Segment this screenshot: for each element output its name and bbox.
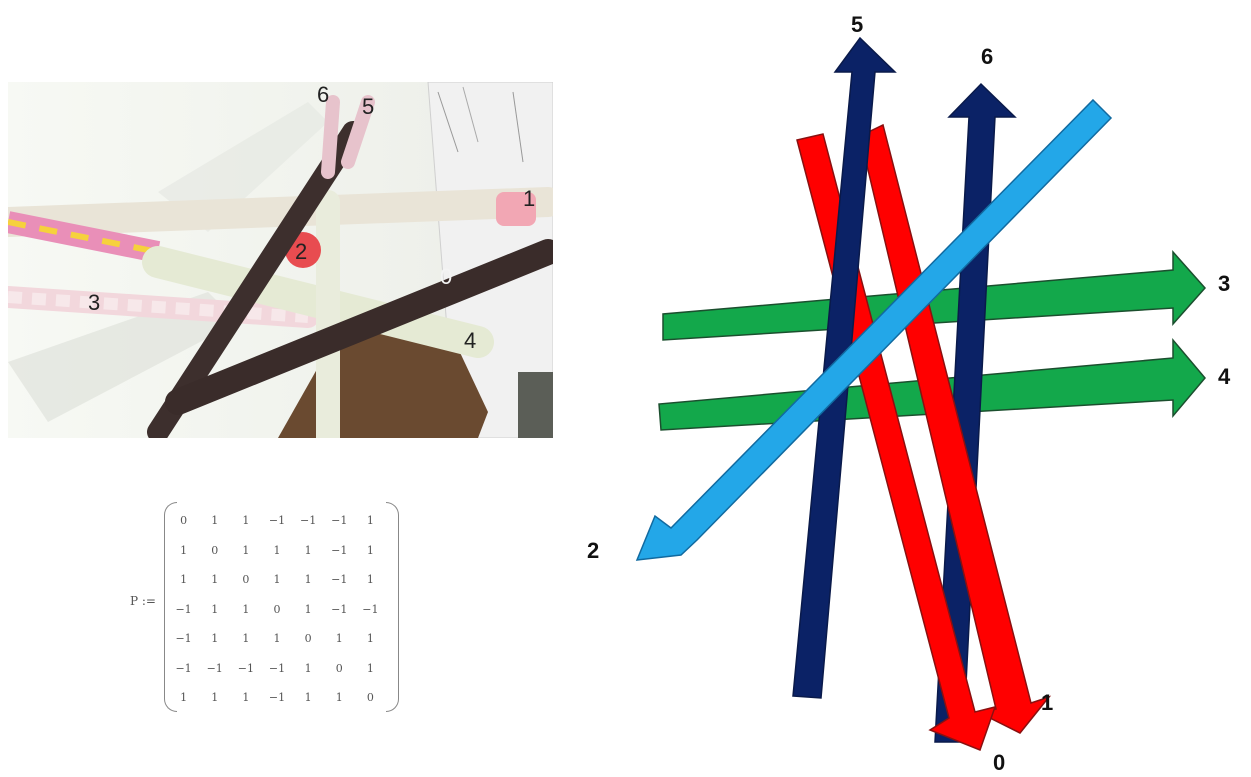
matrix-cell: −1 xyxy=(175,632,192,646)
arrow-diagram: 5 6 3 4 2 1 0 xyxy=(575,0,1251,775)
arrow-6 xyxy=(934,82,1017,743)
matrix-cell: 1 xyxy=(180,573,188,587)
matrix-cell: −1 xyxy=(206,661,223,675)
matrix-cell: 0 xyxy=(180,514,188,528)
photo-dark-corner xyxy=(518,372,553,438)
photo-label-2: 2 xyxy=(295,239,307,264)
matrix-grid: 0 1 1 −1 −1 −1 1 1 0 1 1 1 −1 1 1 1 0 1 1 −1 1 −1 1 1 0 1 −1 −1 −1 1 1… xyxy=(168,506,386,713)
photo-label-1: 1 xyxy=(523,186,535,211)
matrix-cell: −1 xyxy=(268,691,286,705)
matrix-cell: 1 xyxy=(366,543,374,557)
matrix-cell: 1 xyxy=(211,514,219,528)
photo-label-4: 4 xyxy=(464,328,476,353)
matrix-right-paren xyxy=(386,502,399,712)
matrix-cell: 1 xyxy=(180,543,188,557)
matrix-name: P := xyxy=(130,594,156,608)
matrix-cell: −1 xyxy=(331,602,348,616)
matrix-cell: 1 xyxy=(180,691,188,705)
matrix-cell: −1 xyxy=(175,602,192,616)
matrix-cell: 1 xyxy=(366,573,374,587)
matrix-cell: 1 xyxy=(242,602,250,616)
photo-label-0: 0 xyxy=(440,264,452,289)
matrix-cell: 0 xyxy=(335,661,343,675)
matrix-cell: −1 xyxy=(362,602,379,616)
label-6: 6 xyxy=(981,44,993,69)
matrix-cell: −1 xyxy=(331,514,348,528)
matrix-cell: 1 xyxy=(242,543,250,557)
photo-label-3: 3 xyxy=(88,290,100,315)
matrix-cell: 1 xyxy=(273,632,281,646)
label-3: 3 xyxy=(1218,271,1230,296)
label-0: 0 xyxy=(993,750,1005,772)
matrix-cell: −1 xyxy=(268,514,286,528)
photo-stick-1 xyxy=(8,187,553,237)
matrix-cell: −1 xyxy=(268,661,286,675)
matrix-cell: 1 xyxy=(242,514,250,528)
matrix-cell: 1 xyxy=(304,543,312,557)
matrix-cell: 1 xyxy=(366,661,374,675)
matrix-cell: −1 xyxy=(331,543,348,557)
matrix-cell: 1 xyxy=(211,573,219,587)
matrix-cell: 1 xyxy=(366,514,374,528)
matrix-cell: 1 xyxy=(304,602,312,616)
matrix-cell: 1 xyxy=(242,632,250,646)
matrix-cell: 0 xyxy=(242,573,250,587)
matrix-cell: 0 xyxy=(211,543,219,557)
matrix-cell: −1 xyxy=(237,661,254,675)
matrix-cell: 1 xyxy=(335,632,343,646)
matrix-cell: 0 xyxy=(304,632,312,646)
label-1: 1 xyxy=(1041,690,1053,715)
matrix-cell: 1 xyxy=(211,632,219,646)
label-2: 2 xyxy=(587,538,599,563)
matrix-cell: 1 xyxy=(304,661,312,675)
photo-label-5: 5 xyxy=(362,94,374,119)
matrix-cell: 1 xyxy=(273,573,281,587)
matrix-cell: −1 xyxy=(175,661,192,675)
sticks-photo: 6 5 1 2 0 3 4 xyxy=(8,82,553,438)
matrix-cell: 0 xyxy=(273,602,281,616)
matrix-cell: −1 xyxy=(331,573,348,587)
matrix-cell: −1 xyxy=(300,514,317,528)
matrix-cell: 1 xyxy=(335,691,343,705)
label-4: 4 xyxy=(1218,364,1231,389)
matrix-cell: 1 xyxy=(304,691,312,705)
photo-stick-6 xyxy=(321,95,340,179)
photo-stick-0 xyxy=(165,239,553,415)
arrow-2 xyxy=(635,98,1113,561)
photo-label-6: 6 xyxy=(317,82,329,107)
matrix-cell: 1 xyxy=(366,632,374,646)
matrix-cell: 1 xyxy=(273,543,281,557)
matrix-cell: 0 xyxy=(366,691,374,705)
label-5: 5 xyxy=(851,12,863,37)
matrix-cell: 1 xyxy=(304,573,312,587)
matrix-cell: 1 xyxy=(242,691,250,705)
photo-stick-5 xyxy=(147,121,364,438)
matrix-cell: 1 xyxy=(211,691,219,705)
matrix-cell: 1 xyxy=(211,602,219,616)
